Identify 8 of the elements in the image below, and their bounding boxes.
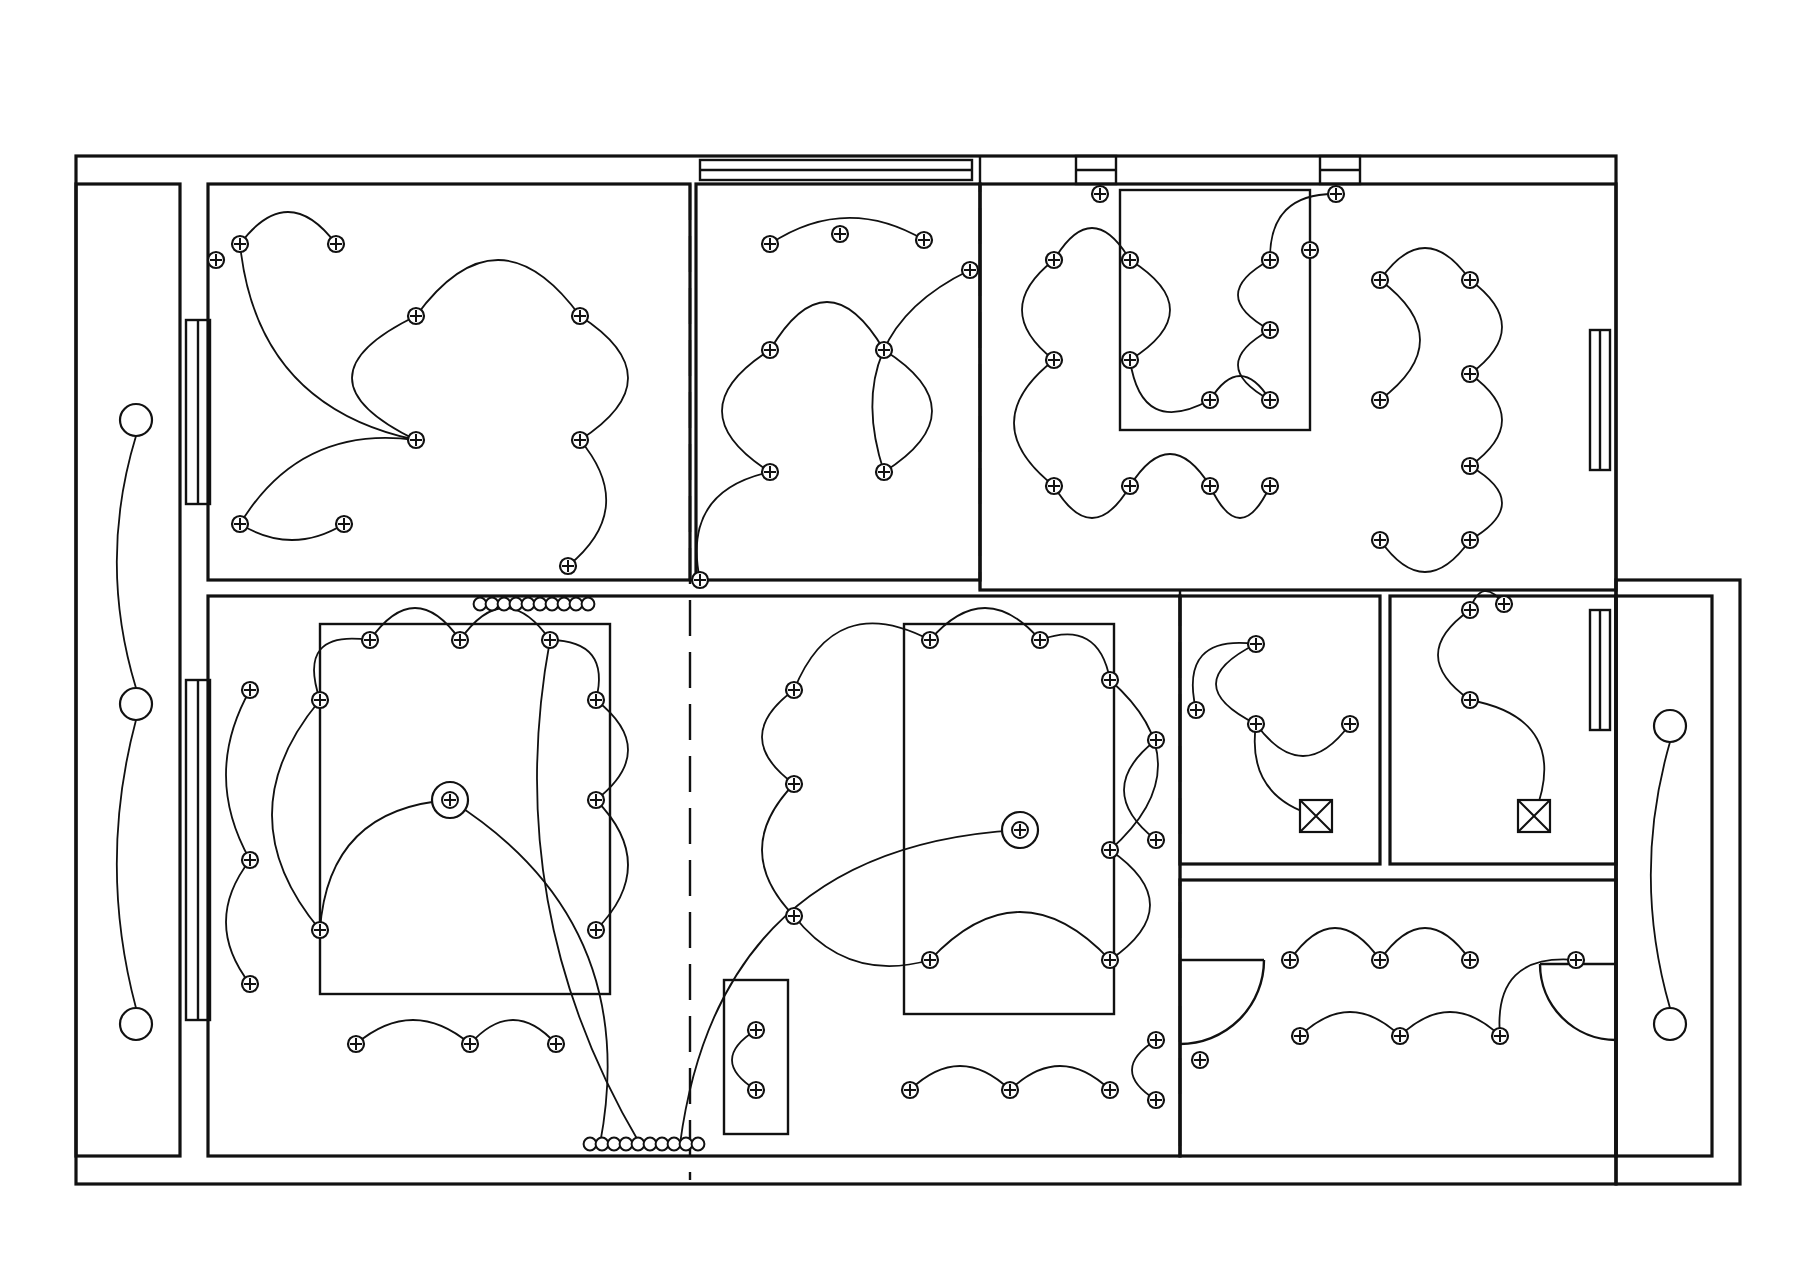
wall-lamp-icon <box>118 402 154 438</box>
wall-lamp-icon <box>1652 708 1688 744</box>
wiring-line <box>1649 741 1671 1009</box>
wall-lamp-icon <box>118 686 154 722</box>
wiring-line <box>115 719 137 1009</box>
wiring-line <box>115 435 137 689</box>
wall-lamp-icon <box>118 1006 154 1042</box>
wall-lamp-icon <box>1652 1006 1688 1042</box>
